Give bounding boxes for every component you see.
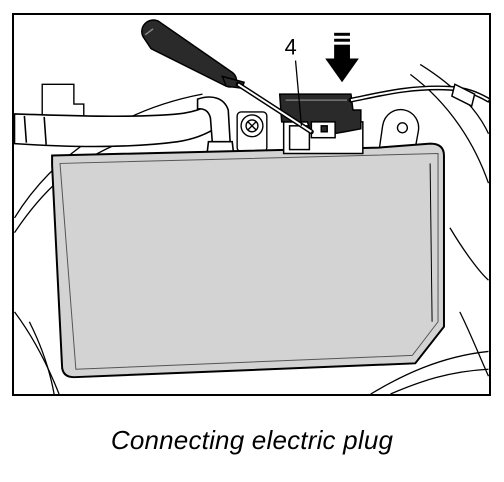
screw-icon — [236, 111, 268, 153]
plug-cable — [348, 83, 489, 108]
screwdriver-icon — [141, 19, 314, 135]
technical-illustration: 4 — [14, 19, 489, 394]
callout-4: 4 — [285, 35, 303, 126]
left-bracket — [41, 83, 85, 117]
hose — [14, 96, 236, 160]
housing-background-lines — [14, 63, 489, 394]
down-arrow-icon — [325, 32, 359, 83]
right-mounting-ear — [377, 108, 420, 155]
figure-caption: Connecting electric plug — [110, 425, 394, 455]
illustration-frame: 4 — [12, 13, 491, 396]
callout-number-label: 4 — [285, 35, 297, 60]
control-unit-panel — [51, 142, 445, 379]
